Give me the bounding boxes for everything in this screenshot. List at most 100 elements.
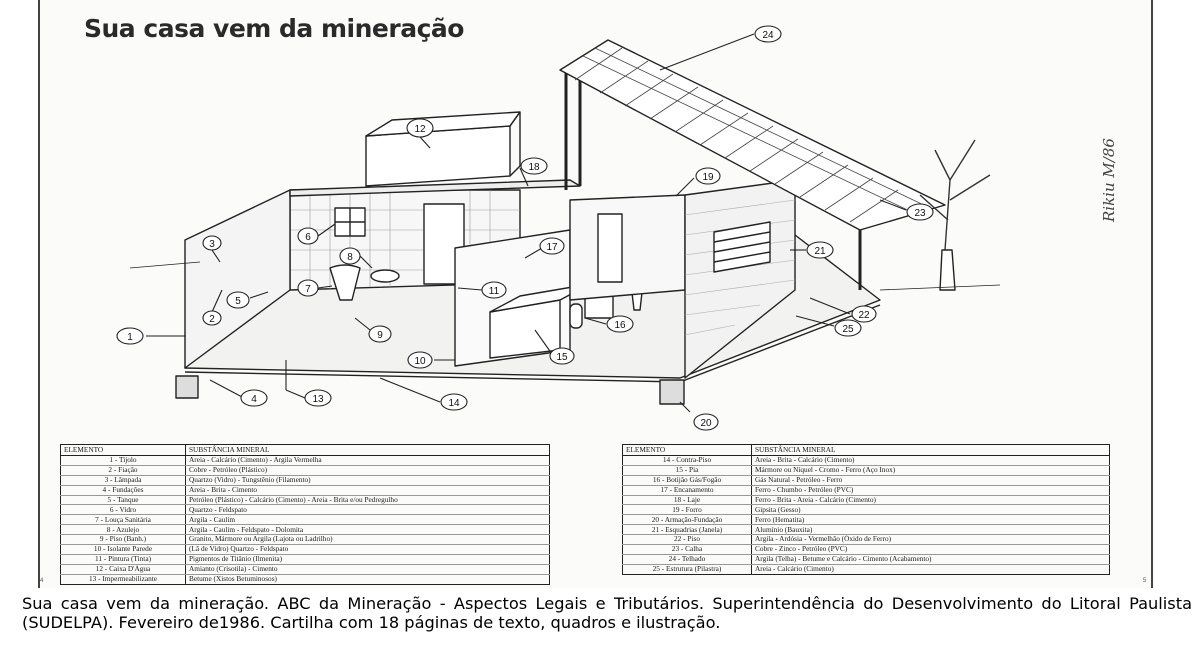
gas-cylinder xyxy=(569,303,583,329)
callout-label: 13 xyxy=(312,394,324,405)
table-row: 25 - Estrutura (Pilastra)Areia - Calcári… xyxy=(622,564,1110,575)
callout-label: 16 xyxy=(614,320,626,331)
artist-signature: Rikiu M/86 xyxy=(1100,138,1118,222)
page-number-left: 4 xyxy=(40,578,44,584)
callout-3: 3 xyxy=(202,235,222,263)
callout-14: 14 xyxy=(379,377,468,411)
callout-9: 9 xyxy=(354,317,392,343)
callout-12: 12 xyxy=(406,118,434,149)
mineral-cell: Gipsita (Gesso) xyxy=(751,504,1110,516)
materials-table-right: ELEMENTO SUBSTÂNCIA MINERAL 14 - Contra-… xyxy=(622,444,1110,575)
element-cell: 6 - Vidro xyxy=(60,504,186,516)
callout-label: 6 xyxy=(305,232,311,243)
mineral-cell: Alumínio (Bauxita) xyxy=(751,524,1110,536)
element-cell: 10 - Isolante Parede xyxy=(60,544,186,555)
callout-1: 1 xyxy=(116,327,186,345)
callout-label: 8 xyxy=(347,252,353,263)
element-cell: 23 - Calha xyxy=(622,544,752,555)
element-cell: 14 - Contra-Piso xyxy=(622,455,752,466)
element-cell: 2 - Fiação xyxy=(60,465,186,476)
mineral-cell: Argila - Caulim xyxy=(185,514,550,526)
image-caption: Sua casa vem da mineração. ABC da Minera… xyxy=(22,594,1192,632)
callout-21: 21 xyxy=(790,241,834,259)
callout-label: 19 xyxy=(702,172,714,183)
mineral-cell: Areia - Calcário (Cimento) - Argila Verm… xyxy=(185,455,550,466)
page-number-right: 5 xyxy=(1143,578,1147,584)
callout-8: 8 xyxy=(339,247,373,269)
mineral-cell: Cobre - Zinco - Petróleo (PVC) xyxy=(751,544,1110,555)
callout-11: 11 xyxy=(457,281,507,299)
kitchen-door xyxy=(597,213,623,283)
mineral-cell: Pigmentos de Titânio (Ilmenita) xyxy=(185,554,550,565)
callout-label: 1 xyxy=(127,332,133,343)
callout-label: 25 xyxy=(842,324,854,335)
mineral-cell: Areia - Brita - Calcário (Cimento) xyxy=(751,455,1110,466)
callout-7: 7 xyxy=(297,279,333,297)
page-edge-right xyxy=(1151,0,1153,588)
diagram-title: Sua casa vem da mineração xyxy=(84,14,464,43)
element-cell: 19 - Forro xyxy=(622,504,752,516)
bathroom-sink xyxy=(329,264,361,301)
callout-label: 18 xyxy=(528,162,540,173)
element-cell: 11 - Pintura (Tinta) xyxy=(60,554,186,565)
mineral-cell: Areia - Brita - Cimento xyxy=(185,485,550,496)
callout-18: 18 xyxy=(519,157,548,187)
callout-label: 5 xyxy=(235,296,241,307)
column-header-substancia: SUBSTÂNCIA MINERAL xyxy=(185,444,550,456)
callout-5: 5 xyxy=(226,291,269,309)
foundation-left xyxy=(175,375,199,399)
mineral-cell: Argila (Telha) - Betume e Calcário - Cim… xyxy=(751,554,1110,565)
mineral-cell: Areia - Calcário (Cimento) xyxy=(751,564,1110,575)
toilet xyxy=(370,269,400,283)
callout-2: 2 xyxy=(202,289,223,326)
element-cell: 21 - Esquadrias (Janela) xyxy=(622,524,752,536)
element-cell: 16 - Botijão Gás/Fogão xyxy=(622,475,752,486)
element-cell: 17 - Encanamento xyxy=(622,485,752,496)
callout-10: 10 xyxy=(407,351,455,369)
callout-label: 17 xyxy=(546,242,558,253)
house-cutaway-illustration: 1 2 3 4 5 6 7 8 9 10 11 12 13 14 15 16 1… xyxy=(116,25,1001,431)
element-cell: 1 - Tijolo xyxy=(60,455,186,466)
mineral-cell: Cobre - Petróleo (Plástico) xyxy=(185,465,550,476)
callout-19: 19 xyxy=(675,167,721,197)
element-cell: 13 - Impermeabilizante xyxy=(60,574,186,585)
callout-24: 24 xyxy=(659,25,782,71)
column-header-substancia: SUBSTÂNCIA MINERAL xyxy=(751,444,1110,456)
element-cell: 24 - Telhado xyxy=(622,554,752,565)
mineral-cell: Ferro - Brita - Areia - Calcário (Ciment… xyxy=(751,495,1110,506)
element-cell: 25 - Estrutura (Pilastra) xyxy=(622,564,752,575)
element-cell: 15 - Pia xyxy=(622,465,752,476)
mineral-cell: Argila - Ardósia - Vermelhão (Óxido de F… xyxy=(751,534,1110,546)
mineral-cell: Ferro - Chumbo - Petróleo (PVC) xyxy=(751,485,1110,496)
mineral-cell: Ferro (Hematita) xyxy=(751,514,1110,526)
callout-label: 21 xyxy=(814,246,826,257)
callout-23: 23 xyxy=(879,199,934,221)
mineral-cell: Petróleo (Plástico) - Calcário (Cimento)… xyxy=(185,495,550,506)
callout-4: 4 xyxy=(209,379,268,407)
callout-label: 2 xyxy=(209,314,215,325)
table-row: 10 - Isolante Parede(Lã de Vidro) Quartz… xyxy=(60,544,550,555)
callout-15: 15 xyxy=(534,329,575,365)
table-row: 21 - Esquadrias (Janela)Alumínio (Bauxit… xyxy=(622,524,1110,536)
callout-13: 13 xyxy=(285,360,332,407)
mineral-cell: Gás Natural - Petróleo - Ferro xyxy=(751,475,1110,486)
element-cell: 22 - Piso xyxy=(622,534,752,546)
mineral-cell: Quartzo (Vidro) - Tungstênio (Filamento) xyxy=(185,475,550,486)
callout-label: 10 xyxy=(414,356,426,367)
mineral-cell: Granito, Mármore ou Argila (Lajota ou La… xyxy=(185,534,550,546)
element-cell: 4 - Fundações xyxy=(60,485,186,496)
mineral-cell: Amianto (Crisotila) - Cimento xyxy=(185,564,550,575)
